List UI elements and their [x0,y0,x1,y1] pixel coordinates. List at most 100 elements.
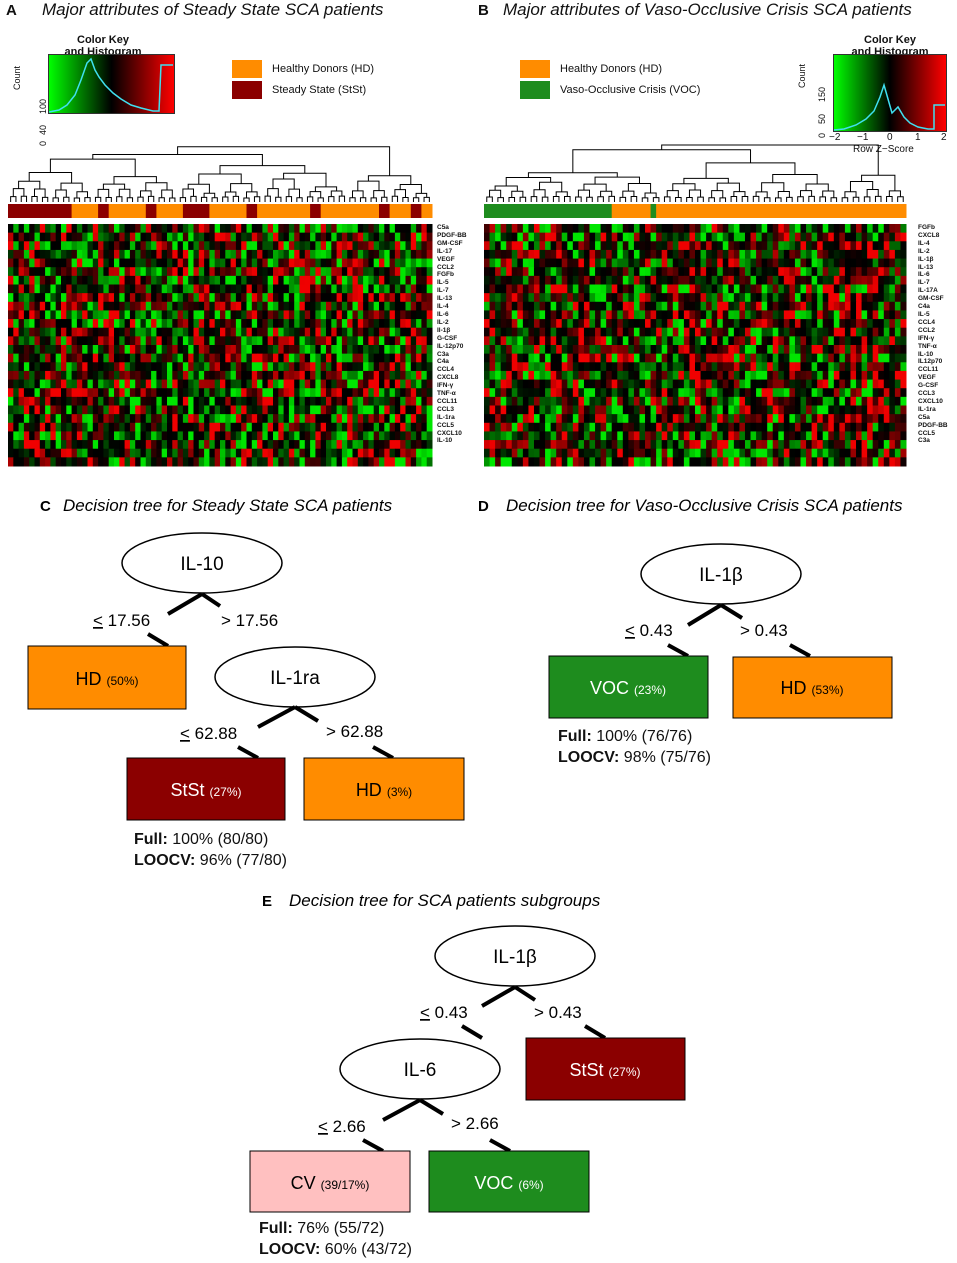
heatmap-cell [695,370,702,381]
cytokine-label: IL-6 [437,310,449,318]
heatmap-cell [828,267,835,277]
heatmap-cell [50,241,57,251]
heatmap-cell [539,249,546,260]
heatmap-cell [140,345,147,355]
heatmap-cell [39,457,46,467]
heatmap-cell [700,388,707,398]
heatmap-cell [188,370,194,381]
tree-e-leaf-voc-label: VOC (6%) [474,1173,543,1193]
heatmap-cell [711,362,718,372]
heatmap-cell [661,249,668,260]
heatmap-cell [357,258,364,268]
heatmap-cell [273,232,279,242]
heatmap-cell [600,293,607,303]
heatmap-cell [257,241,263,251]
heatmap-cell [839,319,846,329]
heatmap-cell [778,241,785,251]
heatmap-cell [246,301,253,311]
heatmap-cell [717,224,724,234]
heatmap-cell [822,267,829,277]
heatmap-cell [678,319,685,329]
heatmap-cell [82,414,88,424]
heatmap-cell [198,396,205,406]
heatmap-cell [177,319,184,329]
heatmap-cell [135,275,141,285]
heatmap-cell [517,414,524,424]
heatmap-cell [722,284,729,294]
heatmap-cell [539,336,546,346]
heatmap-cell [8,310,14,320]
tree-c-edge [237,745,259,760]
heatmap-cell [572,293,579,303]
heatmap-cell [556,224,563,234]
heatmap-cell [850,457,857,467]
heatmap-cell [426,345,433,355]
heatmap-cell [589,448,596,458]
heatmap-cell [789,319,796,329]
heatmap-cell [108,448,115,458]
heatmap-cell [733,275,740,285]
heatmap-cell [595,310,602,320]
heatmap-cell [326,267,332,277]
heatmap-cell [310,319,316,329]
heatmap-cell [129,405,136,415]
heatmap-cell [539,267,546,277]
panel-d-label: D [478,498,489,515]
group-cell [872,204,879,218]
dendrogram-branch [564,195,571,202]
heatmap-cell [533,379,541,389]
heatmap-cell [744,310,752,320]
heatmap-cell [50,448,57,458]
heatmap-cell [394,396,401,406]
heatmap-cell [336,224,343,234]
heatmap-cell [209,310,216,320]
heatmap-cell [889,224,896,234]
heatmap-cell [656,431,663,441]
heatmap-cell [500,249,507,260]
heatmap-cell [66,405,73,415]
heatmap-cell [71,258,78,268]
heatmap-cell [389,414,396,424]
heatmap-cell [811,422,818,432]
heatmap-cell [750,414,757,424]
heatmap-cell [850,353,857,363]
heatmap-cell [188,379,194,389]
heatmap-cell [878,232,885,242]
heatmap-cell [511,336,518,346]
heatmap-cell [45,275,51,285]
heatmap-cell [839,370,846,381]
heatmap-cell [817,396,824,406]
heatmap-cell [124,232,131,242]
heatmap-cell [421,431,428,441]
heatmap-cell [230,249,237,260]
heatmap-cell [783,388,790,398]
legend-item-stst: Steady State (StSt) [232,81,374,102]
heatmap-cell [811,249,818,260]
heatmap-cell [368,275,375,285]
heatmap-cell [822,396,829,406]
heatmap-cell [522,275,529,285]
heatmap-cell [522,388,529,398]
heatmap-cell [209,362,216,372]
heatmap-cell [251,241,258,251]
heatmap-cell [628,396,635,406]
heatmap-cell [71,448,78,458]
dendrogram-branch [145,182,168,191]
heatmap-cell [744,267,752,277]
heatmap-cell [193,275,200,285]
heatmap-cell [722,249,729,260]
heatmap-cell [661,258,668,268]
heatmap-cell [750,284,757,294]
heatmap-cell [204,293,210,303]
heatmap-cell [900,370,907,381]
heatmap-cell [856,224,863,234]
heatmap-cell [489,336,496,346]
heatmap-cell [294,457,300,467]
heatmap-cell [283,388,290,398]
heatmap-cell [119,362,126,372]
heatmap-cell [728,457,735,467]
heatmap-cell [294,275,300,285]
heatmap-cell [528,370,535,381]
heatmap-cell [761,267,768,277]
heatmap-cell [683,284,690,294]
